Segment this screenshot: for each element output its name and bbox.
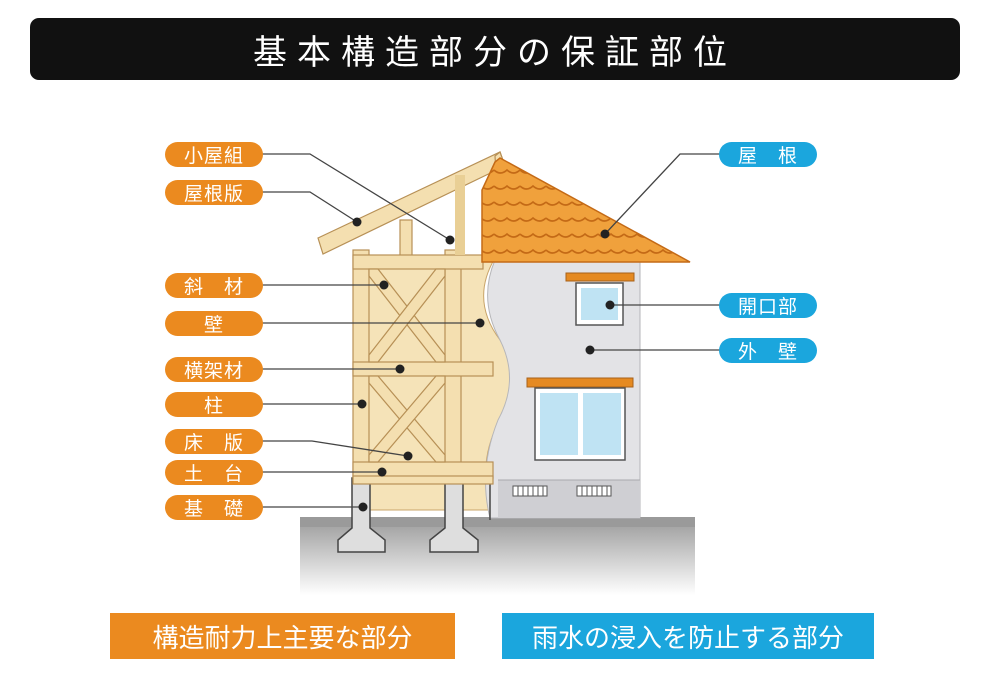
label-dodai: 土 台 [165,460,263,485]
label-yaneban: 屋根版 [165,180,263,205]
legend-structural: 構造耐力上主要な部分 [110,613,455,659]
label-koyagumi: 小屋組 [165,142,263,167]
roof-tiles [481,157,691,263]
page-title: 基本構造部分の保証部位 [253,32,737,73]
label-yukaban: 床 版 [165,429,263,454]
label-kiso: 基 礎 [165,495,263,520]
label-yokogazai: 横架材 [165,357,263,382]
legend-rainwater: 雨水の浸入を防止する部分 [502,613,874,659]
foundation-vents [512,485,612,497]
timber-frame [317,151,506,485]
foundation [337,477,491,553]
upper-window [565,272,635,326]
label-kabe: 壁 [165,311,263,336]
title-bar: 基本構造部分の保証部位 [30,18,960,80]
label-yane: 屋 根 [719,142,817,167]
label-shazai: 斜 材 [165,273,263,298]
lower-window [526,377,634,461]
label-hashira: 柱 [165,392,263,417]
leader-lines [262,153,720,508]
leader-dots [352,217,615,512]
label-kaikoubu: 開口部 [719,293,817,318]
label-gaiheki: 外 壁 [719,338,817,363]
